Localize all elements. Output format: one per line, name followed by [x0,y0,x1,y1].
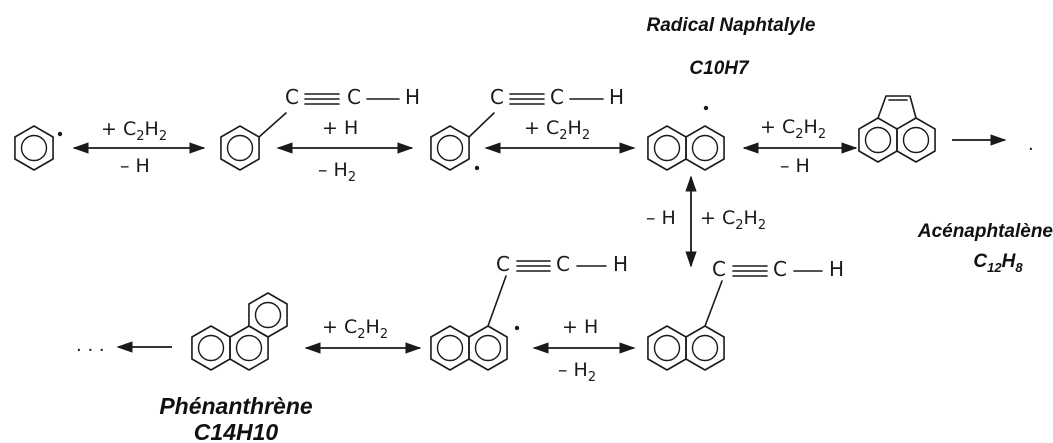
acenaphtalene-molecule [858,95,936,163]
phenanthrene-molecule [191,292,288,371]
radical-dot [514,325,520,331]
reaction-2-reagent: + H [322,117,358,139]
phenyl-radical-molecule [14,125,63,171]
svg-text:C: C [496,252,510,276]
svg-text:C: C [490,85,504,109]
reaction-arrow-2: + H – H2 [276,117,414,185]
trailing-arrow-right: . [952,134,1034,155]
radical-dot [57,131,63,137]
phenylacetylene-radical-molecule: C C H [430,85,624,171]
svg-text:C: C [556,252,570,276]
svg-text:C: C [285,85,299,109]
svg-text:.: . [1028,134,1034,155]
trailing-arrow-left: · · · [76,340,172,361]
phenylacetylene-molecule: C C H [220,85,420,171]
svg-text:H: H [405,85,420,109]
svg-text:C: C [712,257,726,281]
ethynylnaphthalene-molecule: C C H [647,257,844,371]
phenanthrene-name-label: Phénanthrène [159,393,313,419]
reaction-2-product: – H2 [318,159,356,185]
svg-text:· · ·: · · · [76,340,105,361]
radical-name-label: Radical Naphtalyle [647,15,816,36]
reaction-arrow-7: + C2H2 [304,316,422,354]
reaction-arrow-1: + C2H2 – H [72,118,206,177]
svg-text:C: C [347,85,361,109]
reaction-4-reagent: + C2H2 [760,116,826,142]
svg-text:C: C [773,257,787,281]
reaction-5-reagent: + C2H2 [700,207,766,233]
reaction-arrow-6: + H – H2 [532,316,636,385]
reaction-arrow-4: + C2H2 – H [742,116,858,177]
reaction-5-product: – H [646,207,676,229]
naphthyl-radical-molecule [647,105,725,171]
radical-dot [703,105,709,111]
svg-text:H: H [613,252,628,276]
reaction-arrow-5: – H + C2H2 [646,175,766,268]
reaction-6-product: – H2 [558,359,596,385]
reaction-1-product: – H [120,155,150,177]
reaction-arrow-3: + C2H2 [484,117,636,154]
radical-dot [474,165,480,171]
svg-text:H: H [829,257,844,281]
svg-text:C: C [550,85,564,109]
ethynylnaphthalene-radical-molecule: C C H [430,252,628,371]
svg-text:H: H [609,85,624,109]
phenanthrene-formula-label: C14H10 [194,419,279,443]
reaction-3-reagent: + C2H2 [524,117,590,143]
acenaphtalene-name-label: Acénaphtalène [917,221,1053,242]
reaction-4-product: – H [780,155,810,177]
acenaphtalene-formula-label: C12H8 [973,251,1023,275]
reaction-7-reagent: + C2H2 [322,316,388,342]
radical-formula-label: C10H7 [689,58,750,79]
reaction-1-reagent: + C2H2 [101,118,167,144]
reaction-6-reagent: + H [562,316,598,338]
